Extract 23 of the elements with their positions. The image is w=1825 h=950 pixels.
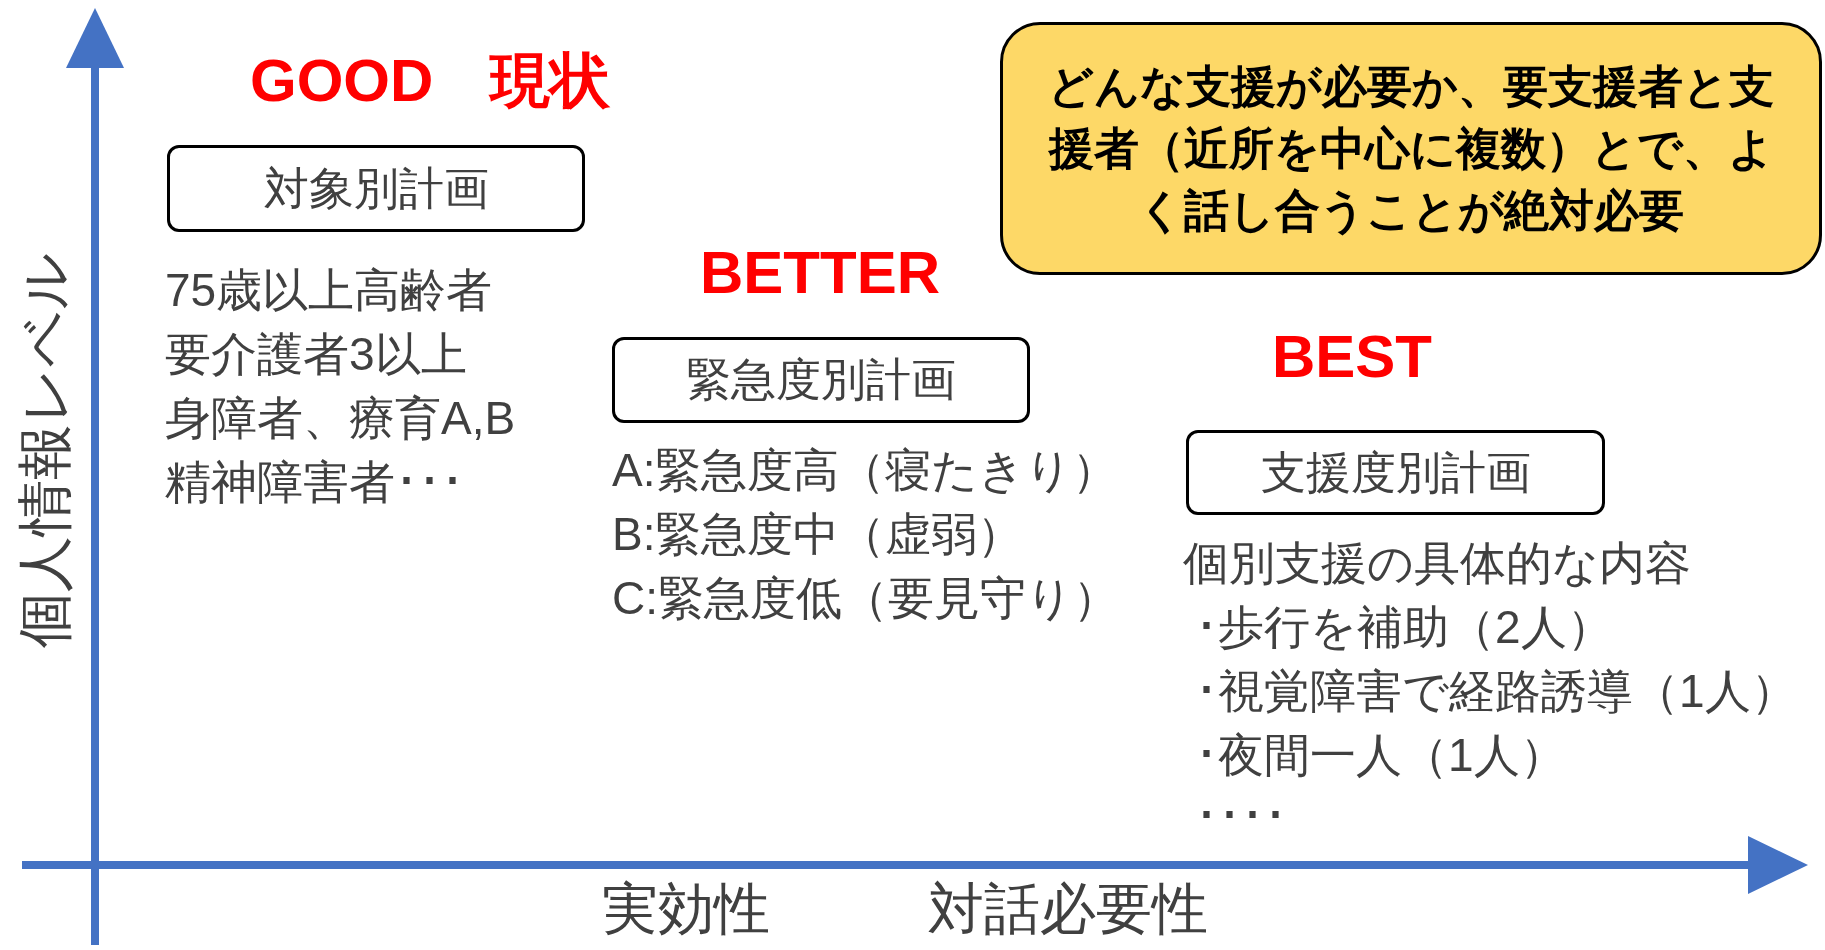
list-item: ･夜間一人（1人）: [1195, 728, 1566, 783]
status-heading: 現状: [490, 48, 610, 114]
axis-label: 個人情報レベル: [13, 252, 77, 648]
list-item: C:緊急度低（要見守り）: [612, 571, 1119, 626]
list-item: 精神障害者･･･: [165, 455, 464, 510]
axis-label: 対話必要性: [928, 877, 1208, 941]
list-item: 身障者、療育A,B: [165, 391, 516, 446]
list-item: B:緊急度中（虚弱）: [612, 507, 1024, 562]
plan-box: 緊急度別計画: [612, 337, 1030, 423]
rating-heading: BEST: [1272, 324, 1433, 390]
plan-box: 支援度別計画: [1186, 430, 1605, 515]
list-item: 個別支援の具体的な内容: [1183, 536, 1691, 591]
rating-heading: GOOD: [250, 48, 434, 114]
list-item: ･視覚障害で経路誘導（1人）: [1195, 664, 1797, 719]
list-item: ････: [1195, 789, 1287, 844]
plan-box: 対象別計画: [167, 145, 585, 232]
callout-box: どんな支援が必要か、要支援者と支援者（近所を中心に複数）とで、よく話し合うことが絶対必要: [1000, 22, 1822, 275]
rating-heading: BETTER: [700, 240, 940, 306]
list-item: 要介護者3以上: [165, 327, 467, 382]
list-item: A:緊急度高（寝たきり）: [612, 443, 1119, 498]
list-item: 75歳以上高齢者: [165, 263, 493, 318]
axis-label: 実効性: [602, 877, 770, 941]
list-item: ･歩行を補助（2人）: [1195, 600, 1613, 655]
